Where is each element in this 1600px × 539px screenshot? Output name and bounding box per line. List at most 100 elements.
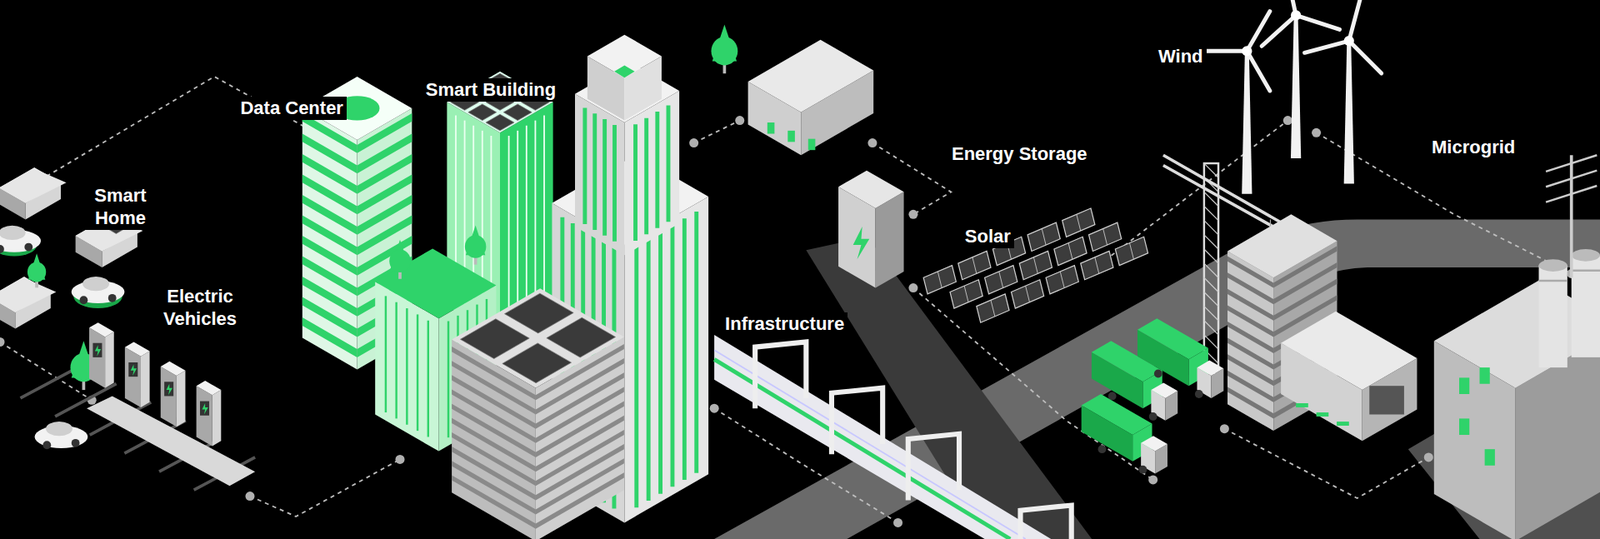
train-edge	[714, 350, 1025, 539]
data-center-band	[357, 235, 413, 276]
network-lines	[0, 76, 1576, 528]
charger-screen	[92, 343, 102, 358]
pole-crossbar	[1545, 155, 1597, 172]
warehouse-door	[1369, 385, 1405, 415]
solar-grid	[1095, 257, 1100, 275]
data-center-band	[302, 195, 358, 235]
front-building-windows	[535, 401, 625, 458]
tower-stripe	[670, 225, 675, 488]
area-label: Infrastructure	[721, 312, 848, 336]
solar-grid	[1103, 228, 1108, 245]
crane-truss	[1204, 206, 1219, 221]
solar-panel	[1115, 236, 1148, 265]
charger-post-top	[89, 322, 115, 337]
solar-panel	[502, 343, 572, 384]
network-line	[694, 120, 740, 144]
tree-crown	[389, 249, 410, 272]
green-annex-line	[427, 320, 430, 438]
area-label: Data Center	[236, 96, 346, 120]
turbine-blade	[1200, 49, 1247, 54]
solar-panel	[546, 317, 616, 358]
charger-post-top	[196, 380, 222, 395]
tower-stripe	[655, 111, 660, 229]
plant-window	[1459, 377, 1470, 395]
data-center-band	[302, 297, 358, 338]
area-label: Smart Home	[75, 184, 165, 230]
network-dot	[1283, 115, 1293, 125]
front-building-windows	[451, 432, 536, 486]
smart-building-line	[534, 120, 536, 309]
network-dot	[1148, 475, 1158, 485]
solar-grid	[1025, 285, 1030, 303]
charger-post-right	[140, 351, 150, 408]
charger-post-top	[160, 361, 186, 376]
solar-panel	[468, 104, 497, 121]
solar-panel	[958, 250, 991, 280]
charger-post-left	[160, 366, 177, 427]
solar-grid	[964, 285, 969, 303]
network-line	[1224, 429, 1429, 499]
solar-panel	[950, 280, 983, 309]
truck-wheel	[1195, 390, 1204, 399]
house-roof	[0, 168, 67, 204]
solar-grid	[972, 257, 977, 275]
network-dot	[689, 138, 699, 148]
charger-screen	[200, 401, 210, 416]
solar-panel	[1019, 250, 1052, 280]
tower-stripe	[612, 125, 617, 242]
tower-stripe	[634, 246, 639, 509]
front-building-windows	[535, 444, 625, 500]
turbine-hub	[1290, 10, 1301, 20]
charger-post-left	[125, 347, 141, 408]
truck-wheel	[1149, 412, 1158, 421]
factory-window	[1227, 289, 1274, 321]
tower-stripe	[582, 107, 587, 225]
factory-window	[1227, 272, 1274, 305]
pole-crossbar	[1545, 185, 1597, 203]
area-label: Electric Vehicles	[146, 285, 254, 331]
smart-building-line	[543, 115, 545, 303]
car-roof	[82, 276, 110, 291]
solar-panel	[1054, 236, 1087, 265]
green-annex-line	[395, 302, 397, 420]
crane-truss	[1204, 306, 1219, 321]
tree-crown	[465, 235, 486, 258]
data-center-band	[357, 195, 413, 235]
front-building-windows	[451, 460, 536, 515]
data-center-band	[302, 175, 358, 215]
charger-bolt	[95, 345, 101, 356]
plant-window	[1480, 367, 1490, 385]
train-arch	[831, 388, 883, 455]
smart-building-line	[516, 130, 519, 319]
network-line	[1316, 132, 1572, 274]
office-window	[767, 122, 775, 134]
front-building-windows	[451, 418, 536, 472]
train-arch	[908, 434, 960, 501]
turbine-blade	[1349, 0, 1361, 41]
charger-post-right	[176, 370, 186, 427]
data-center-band	[302, 235, 358, 276]
network-dot	[1424, 452, 1434, 462]
factory-window	[1227, 370, 1274, 403]
factory-window	[1227, 338, 1274, 370]
warehouse-light	[1316, 412, 1330, 417]
data-center-band	[302, 154, 358, 195]
solar-grid	[1060, 271, 1065, 289]
turbine-blade	[1246, 50, 1270, 91]
front-building-top	[451, 288, 625, 388]
network-dot	[908, 283, 918, 293]
car-wheel	[0, 245, 5, 254]
tower-stripe	[646, 239, 651, 501]
solar-panel	[923, 265, 956, 295]
network-dot	[908, 210, 918, 220]
factory-window	[1227, 256, 1274, 289]
network-line	[250, 459, 400, 517]
crane-truss	[1204, 163, 1219, 178]
train-stripe	[714, 359, 1010, 539]
solar-panel	[485, 114, 515, 131]
tower-stripe	[602, 119, 607, 236]
factory-window	[1227, 386, 1274, 419]
chimney	[1539, 265, 1568, 369]
area-label: Energy Storage	[948, 142, 1091, 166]
charger-screen	[164, 381, 174, 396]
